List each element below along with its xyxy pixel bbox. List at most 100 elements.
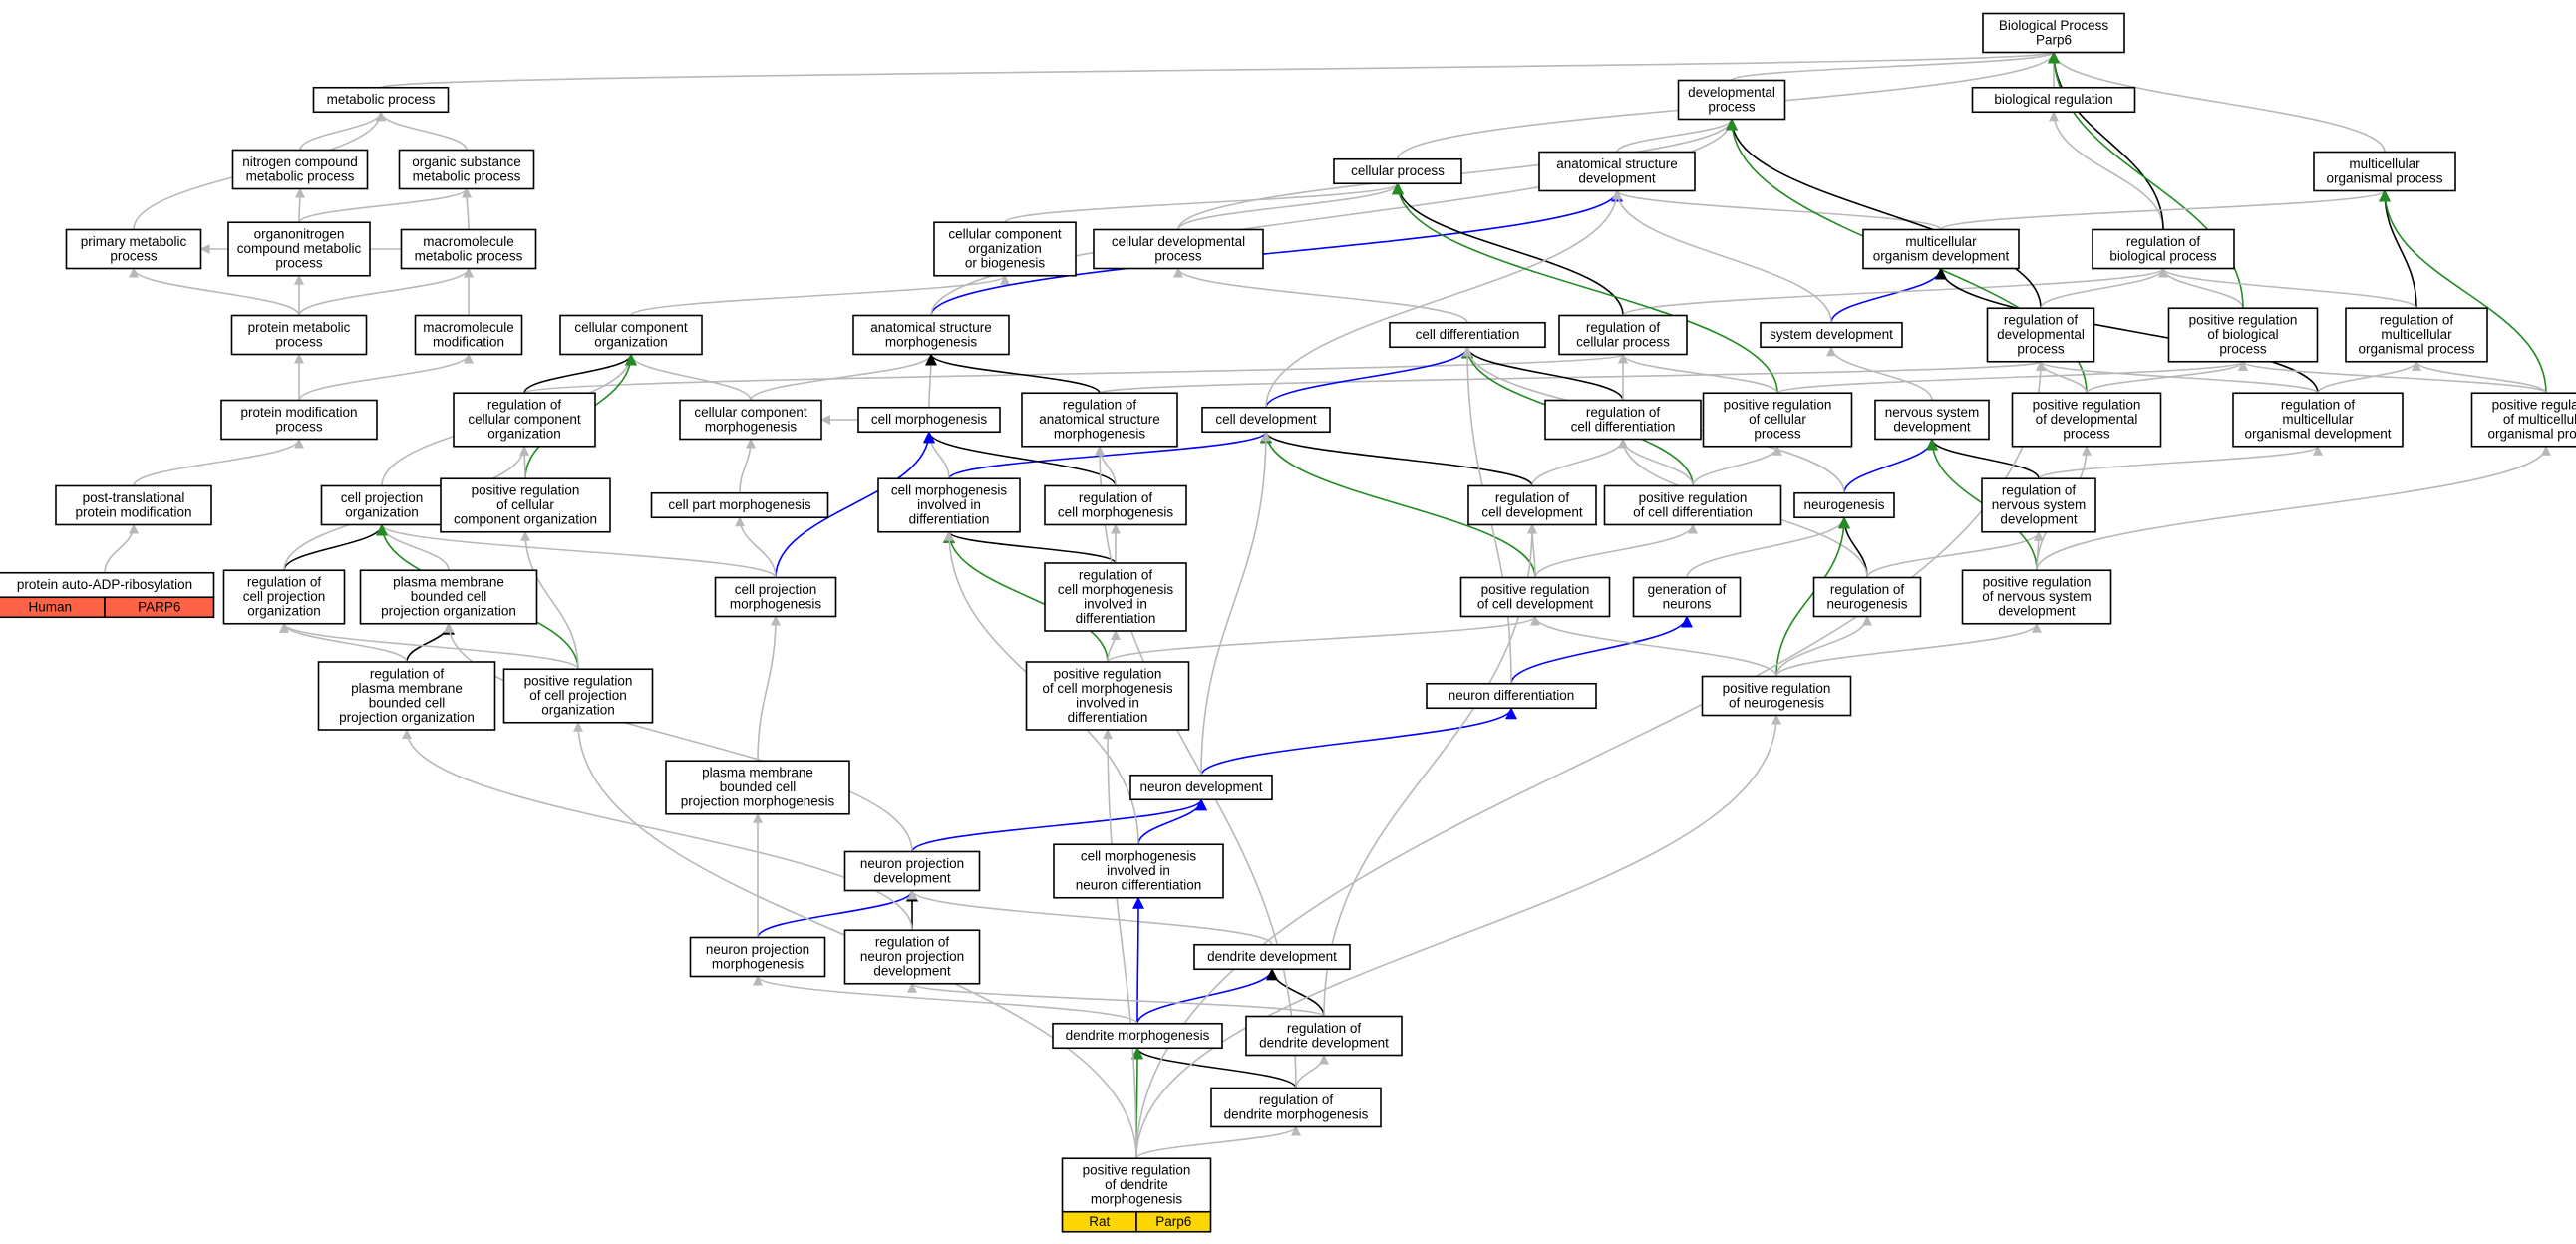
go-term-cell-development[interactable]: cell development (1201, 406, 1331, 434)
go-term-neuron-diff[interactable]: neuron differentiation (1426, 682, 1597, 710)
go-term-neurogenesis[interactable]: neurogenesis (1793, 491, 1895, 519)
edge-is-a-pmbcpm-to-cell-proj-morph (757, 615, 781, 762)
term-label-line: of cellular (496, 497, 554, 512)
term-box (1971, 86, 2136, 114)
go-term-dendrite-dev[interactable]: dendrite development (1193, 943, 1351, 971)
edge-is-a-reg-dendrite-morph-to-reg-anat-morph (1095, 445, 1297, 1088)
term-label-line: cell morphogenesis (1081, 849, 1197, 864)
go-term-sys-dev[interactable]: system development (1760, 321, 1903, 349)
term-label-line: protein metabolic (248, 320, 351, 335)
term-label-line: neurogenesis (1826, 596, 1907, 611)
term-label-line: cell projection (341, 490, 424, 505)
edge-is-a-reg-bio-to-biol-reg (2049, 111, 2164, 230)
go-term-dendrite-morph[interactable]: dendrite morphogenesis (1052, 1022, 1223, 1050)
go-term-neuron-dev[interactable]: neuron development (1129, 774, 1273, 801)
term-label-line: bounded cell (369, 695, 446, 710)
edge-is-a-reg-dev-to-reg-bio (2040, 267, 2168, 309)
go-term-biol-reg[interactable]: biological regulation (1971, 86, 2136, 114)
go-term-cell-morph[interactable]: cell morphogenesis (857, 406, 1001, 434)
edge-is-a-organic-to-metab (376, 111, 468, 151)
go-term-cell-part-morph[interactable]: cell part morphogenesis (650, 491, 829, 519)
go-term-cell-diff[interactable]: cell differentiation (1389, 321, 1546, 349)
term-box (1677, 79, 1786, 121)
go-term-metab[interactable]: metabolic process (312, 86, 450, 114)
annotation-cell-label: Human (28, 600, 72, 615)
edge-positively-regulates-pos-reg-neurogenesis-to-neurogenesis (1775, 516, 1850, 677)
term-box (1603, 484, 1782, 526)
term-label-line: cellular component (574, 320, 688, 335)
term-label-line: dendrite morphogenesis (1224, 1106, 1369, 1121)
term-label-line: neuron differentiation (1076, 878, 1202, 893)
edge-is-a-pos-reg-cpo-to-reg-cpo (279, 622, 579, 670)
edge-regulates-reg-anat-morph-to-anat-morph (925, 353, 1101, 394)
edge-is-a-pos-reg-cellular-to-pos-reg-bio (1776, 360, 2248, 395)
term-box (1025, 661, 1190, 731)
term-label-line: projection morphogenesis (681, 794, 835, 809)
go-term-cellular[interactable]: cellular process (1333, 157, 1462, 185)
term-label-line: regulation of (1259, 1092, 1334, 1107)
term-label-line: cellular process (1351, 163, 1445, 178)
term-label-line: regulation of (875, 935, 950, 950)
